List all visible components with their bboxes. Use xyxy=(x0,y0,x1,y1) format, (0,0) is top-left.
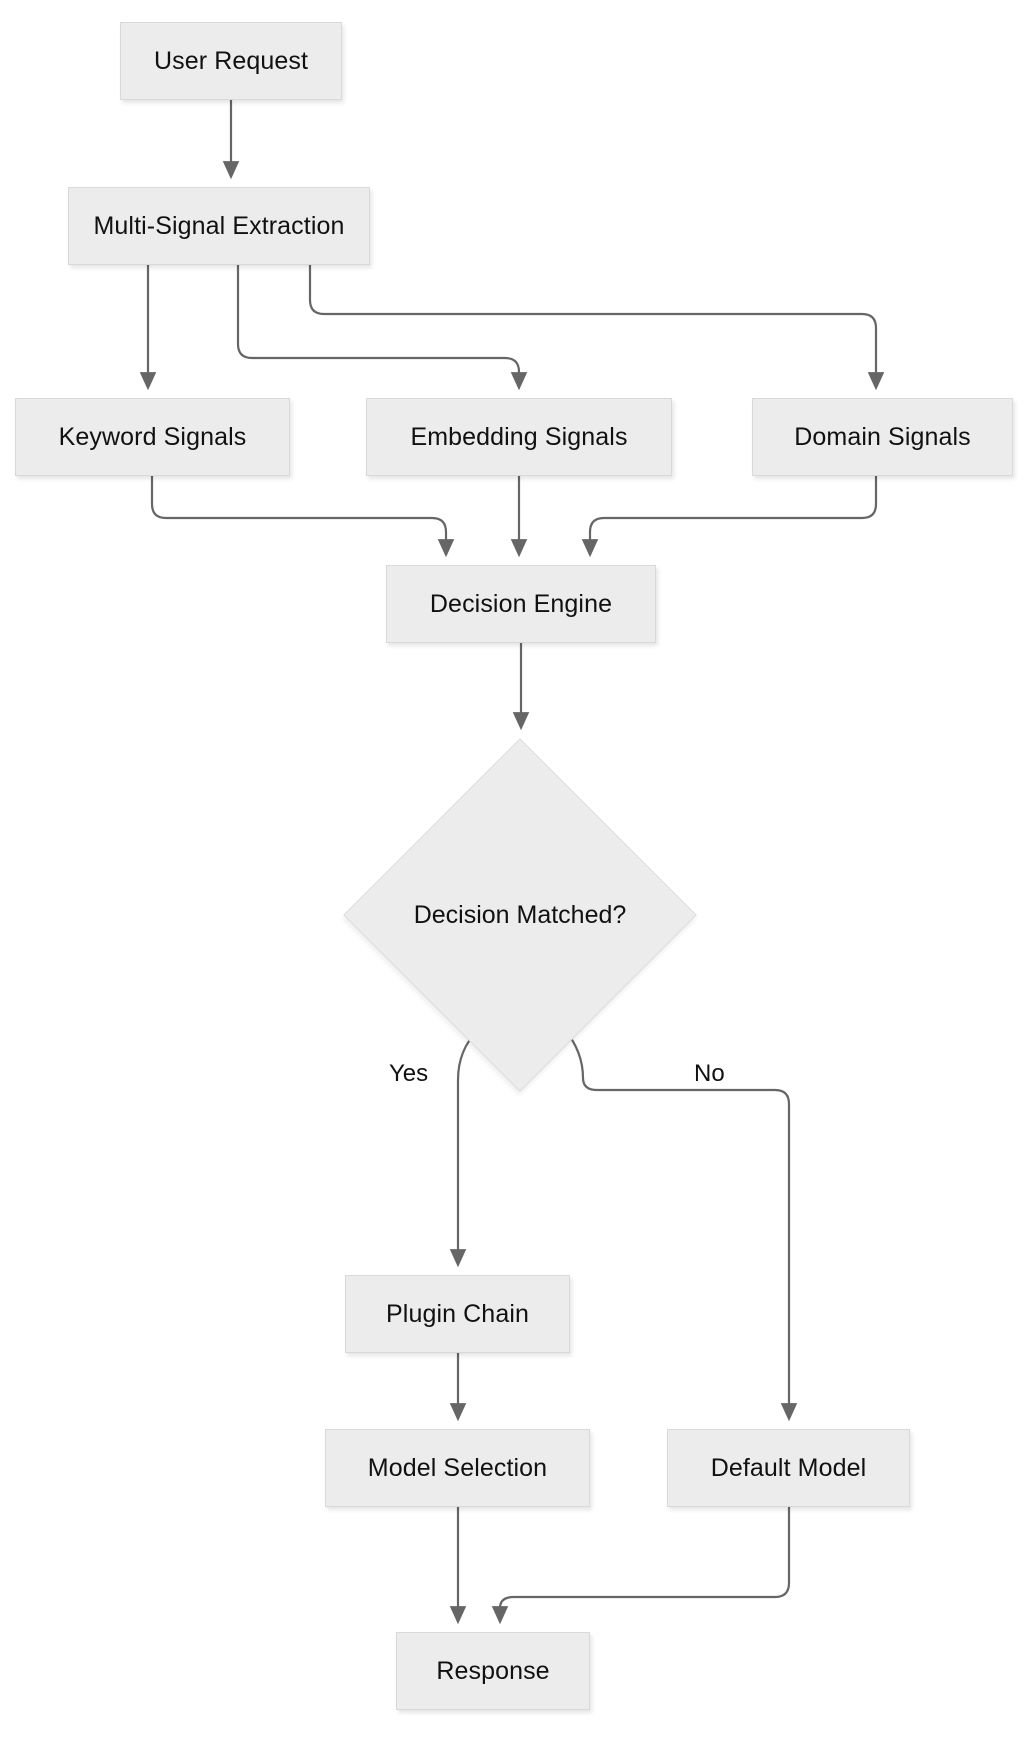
edge-decision-matched-to-plugin-chain xyxy=(449,1029,479,1268)
node-label: Default Model xyxy=(710,1453,867,1482)
node-embedding-signals[interactable]: Embedding Signals xyxy=(366,398,672,476)
edge-keyword-to-decision-engine xyxy=(150,476,455,558)
node-plugin-chain[interactable]: Plugin Chain xyxy=(345,1275,570,1353)
node-label: Embedding Signals xyxy=(410,422,628,451)
edge-decision-matched-to-default-model xyxy=(564,1029,798,1422)
node-user-request[interactable]: User Request xyxy=(120,22,342,100)
node-multi-signal-extraction[interactable]: Multi-Signal Extraction xyxy=(68,187,370,265)
node-label: Keyword Signals xyxy=(58,422,247,451)
node-default-model[interactable]: Default Model xyxy=(667,1429,910,1507)
node-label: Multi-Signal Extraction xyxy=(93,211,345,240)
node-label: Domain Signals xyxy=(794,422,971,451)
edge-domain-to-decision-engine xyxy=(581,476,878,558)
edge-default-model-to-response xyxy=(491,1507,791,1625)
node-decision-engine[interactable]: Decision Engine xyxy=(386,565,656,643)
node-label: Decision Engine xyxy=(429,589,613,618)
node-label: Response xyxy=(436,1656,550,1685)
node-label: Plugin Chain xyxy=(386,1299,529,1328)
edge-multi-signal-to-domain xyxy=(308,265,885,391)
node-domain-signals[interactable]: Domain Signals xyxy=(752,398,1013,476)
node-model-selection[interactable]: Model Selection xyxy=(325,1429,590,1507)
node-keyword-signals[interactable]: Keyword Signals xyxy=(15,398,290,476)
node-label: User Request xyxy=(153,46,309,75)
node-response[interactable]: Response xyxy=(396,1632,590,1710)
edge-label-yes: Yes xyxy=(389,1060,429,1087)
edge-multi-signal-to-embedding xyxy=(236,265,528,391)
node-label: Model Selection xyxy=(367,1453,548,1482)
edge-label-no: No xyxy=(694,1060,725,1087)
